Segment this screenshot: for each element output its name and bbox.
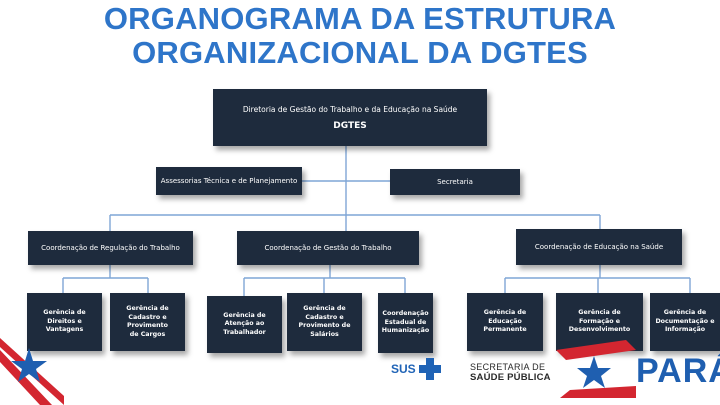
- node-coord-educacao: Coordenação de Educação na Saúde: [516, 229, 682, 265]
- node-ger-direitos-label: Gerência de Direitos e Vantagens: [43, 309, 86, 334]
- node-ger-documentacao: Gerência de Documentação e Informação: [650, 293, 720, 351]
- node-coord-regulacao: Coordenação de Regulação do Trabalho: [28, 231, 193, 265]
- node-ger-atencao-label: Gerência de Atenção ao Trabalhador: [223, 311, 266, 336]
- chart-title-line-2: ORGANIZACIONAL DA DGTES: [132, 35, 588, 70]
- node-ger-documentacao-label: Gerência de Documentação e Informação: [655, 309, 715, 334]
- node-ger-educacao-permanente-label: Gerência de Educação Permanente: [483, 309, 527, 334]
- sus-logo: SUS: [391, 358, 441, 380]
- governo-para-wordmark: PARÁ: [636, 352, 720, 390]
- para-flag-logo-left: [0, 338, 64, 405]
- secretaria-logo-line-1: SECRETARIA DE: [470, 362, 546, 372]
- node-coord-educacao-label: Coordenação de Educação na Saúde: [534, 242, 664, 251]
- plus-icon: [418, 358, 441, 380]
- node-secretaria: Secretaria: [390, 169, 520, 195]
- node-ger-cadastro-salarios-label: Gerência de Cadastro e Provimento de Sal…: [298, 305, 351, 338]
- node-secretaria-label: Secretaria: [437, 177, 473, 186]
- node-coord-gestao: Coordenação de Gestão do Trabalho: [237, 231, 419, 265]
- node-ger-atencao: Gerência de Atenção ao Trabalhador: [207, 296, 282, 353]
- governo-para-emblem: [556, 340, 636, 398]
- root-node-name: Diretoria de Gestão do Trabalho e da Edu…: [242, 104, 458, 114]
- secretaria-logo-line-2: SAÚDE PÚBLICA: [470, 372, 551, 383]
- node-ger-cadastro-cargos-label: Gerência de Cadastro e Provimento de Car…: [126, 305, 169, 338]
- node-ger-cadastro-salarios: Gerência de Cadastro e Provimento de Sal…: [287, 293, 362, 351]
- node-assessorias: Assessorias Técnica e de Planejamento: [156, 167, 302, 195]
- node-ger-educacao-permanente: Gerência de Educação Permanente: [467, 293, 543, 351]
- root-node-dgtes: Diretoria de Gestão do Trabalho e da Edu…: [213, 89, 487, 146]
- root-node-code: DGTES: [333, 120, 367, 131]
- chart-title-line-1: ORGANOGRAMA DA ESTRUTURA: [103, 1, 617, 36]
- node-coord-humanizacao: Coordenação Estadual de Humanização: [378, 293, 433, 353]
- node-ger-cadastro-cargos: Gerência de Cadastro e Provimento de Car…: [110, 293, 185, 351]
- node-coord-gestao-label: Coordenação de Gestão do Trabalho: [264, 243, 392, 252]
- node-ger-formacao-label: Gerência de Formação e Desenvolvimento: [568, 309, 631, 334]
- node-coord-humanizacao-label: Coordenação Estadual de Humanização: [381, 310, 430, 335]
- node-coord-regulacao-label: Coordenação de Regulação do Trabalho: [41, 243, 180, 252]
- sus-logo-text: SUS: [391, 362, 416, 376]
- node-ger-formacao: Gerência de Formação e Desenvolvimento: [556, 293, 643, 351]
- node-assessorias-label: Assessorias Técnica e de Planejamento: [160, 176, 298, 185]
- node-ger-direitos: Gerência de Direitos e Vantagens: [27, 293, 102, 351]
- secretaria-saude-logo: SECRETARIA DE SAÚDE PÚBLICA: [470, 362, 551, 383]
